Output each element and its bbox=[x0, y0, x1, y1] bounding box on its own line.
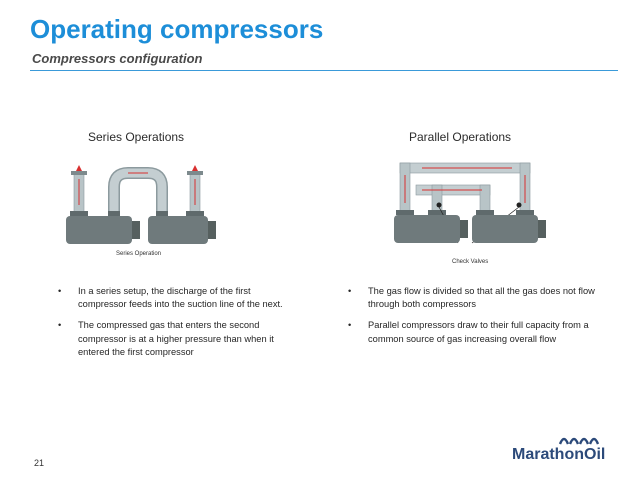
slide-title: Operating compressors bbox=[30, 14, 324, 44]
bullet-icon: • bbox=[348, 286, 352, 296]
title-divider bbox=[30, 70, 618, 71]
series-operation-diagram bbox=[66, 165, 216, 244]
logo-wordmark: MarathonOil bbox=[512, 446, 606, 463]
check-valves-caption: Check Valves bbox=[452, 259, 489, 265]
bullet-icon: • bbox=[348, 320, 352, 331]
marathon-oil-logo: MarathonOil bbox=[512, 432, 622, 470]
list-item: •Parallel compressors draw to their full… bbox=[348, 320, 589, 344]
series-figure-caption: Series Operation bbox=[116, 251, 162, 257]
list-item: •The gas flow is divided so that all the… bbox=[348, 286, 595, 310]
slide-subtitle: Compressors configuration bbox=[32, 51, 203, 66]
parallel-heading: Parallel Operations bbox=[409, 130, 512, 144]
page-number: 21 bbox=[34, 458, 45, 468]
series-heading: Series Operations bbox=[88, 130, 185, 144]
bullet-icon: • bbox=[58, 320, 62, 331]
series-bullet-list: •In a series setup, the discharge of the… bbox=[58, 285, 288, 367]
list-item: •The compressed gas that enters the seco… bbox=[58, 320, 274, 357]
bullet-icon: • bbox=[58, 286, 62, 296]
list-item: •In a series setup, the discharge of the… bbox=[58, 286, 283, 310]
wave-logo-icon bbox=[558, 437, 600, 445]
parallel-operation-diagram bbox=[394, 162, 546, 244]
parallel-bullet-list: •The gas flow is divided so that all the… bbox=[348, 285, 598, 354]
